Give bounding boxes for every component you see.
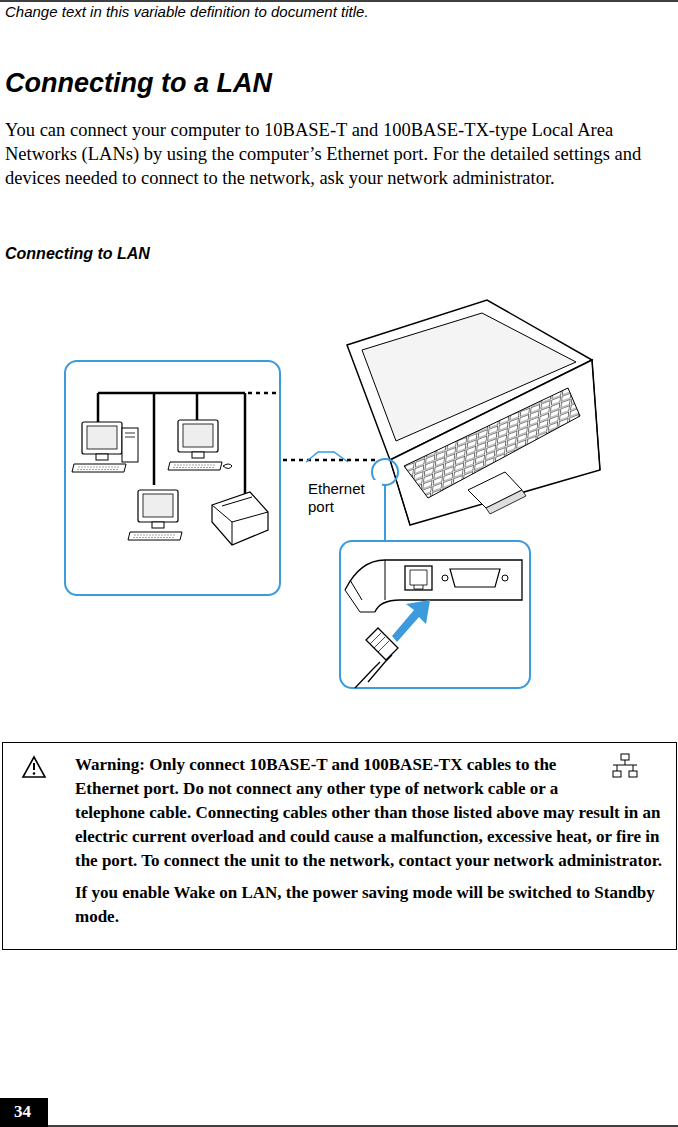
drawing-line (0, 0, 678, 2)
drawing-path (23, 757, 45, 777)
drawing-use (168, 420, 222, 470)
running-header: Change text in this variable definition … (5, 3, 369, 20)
drawing-line (0, 1125, 678, 1127)
page-number: 34 (14, 1102, 31, 1122)
warning-text: Warning: Only connect 10BASE-T and 100BA… (75, 753, 668, 873)
drawing-path (390, 360, 600, 525)
drawing-path (355, 655, 392, 688)
drawing-path (410, 570, 427, 589)
drawing-circle (502, 575, 508, 581)
note-text: If you enable Wake on LAN, the power sav… (75, 881, 668, 929)
page-title: Connecting to a LAN (5, 68, 272, 99)
drawing-use (128, 490, 182, 540)
drawing-path (223, 464, 232, 469)
figure-heading: Connecting to LAN (5, 245, 150, 263)
drawing-use (72, 422, 126, 472)
drawing-rect (340, 541, 530, 688)
drawing-rect (0, 1098, 48, 1127)
drawing-rect (621, 754, 629, 760)
drawing-path (248, 392, 280, 395)
port-label: Ethernet port (306, 480, 382, 516)
drawing-circle (442, 575, 448, 581)
icon-slot (610, 753, 646, 779)
drawing-path (613, 760, 637, 771)
drawing-path (392, 600, 430, 642)
intro-paragraph: You can connect your computer to 10BASE-… (5, 118, 673, 190)
warning-symbol (21, 755, 47, 779)
drawing-path (370, 633, 389, 652)
drawing-rect (405, 566, 432, 590)
drawing-path (450, 569, 500, 587)
drawing-path (212, 492, 268, 545)
drawing-path (468, 472, 522, 508)
drawing-path (283, 459, 378, 462)
drawing-path (212, 497, 268, 545)
drawing-path (33, 763, 35, 770)
drawing-rect (65, 361, 280, 595)
drawing-path (366, 628, 398, 660)
warning-box: Warning: Only connect 10BASE-T and 100BA… (2, 742, 677, 950)
drawing-rect (122, 428, 138, 462)
drawing-path (390, 360, 600, 525)
warning-triangle (21, 755, 47, 779)
network-icon (610, 753, 640, 779)
drawing-path (125, 433, 135, 437)
drawing-path (345, 580, 375, 612)
drawing-path (486, 490, 526, 514)
drawing-path (306, 452, 348, 462)
drawing-rect (613, 771, 621, 777)
drawing-path (345, 560, 522, 612)
drawing-rect (629, 771, 637, 777)
drawing-path (385, 560, 386, 600)
drawing-line (384, 485, 386, 541)
drawing-circle (33, 772, 36, 775)
